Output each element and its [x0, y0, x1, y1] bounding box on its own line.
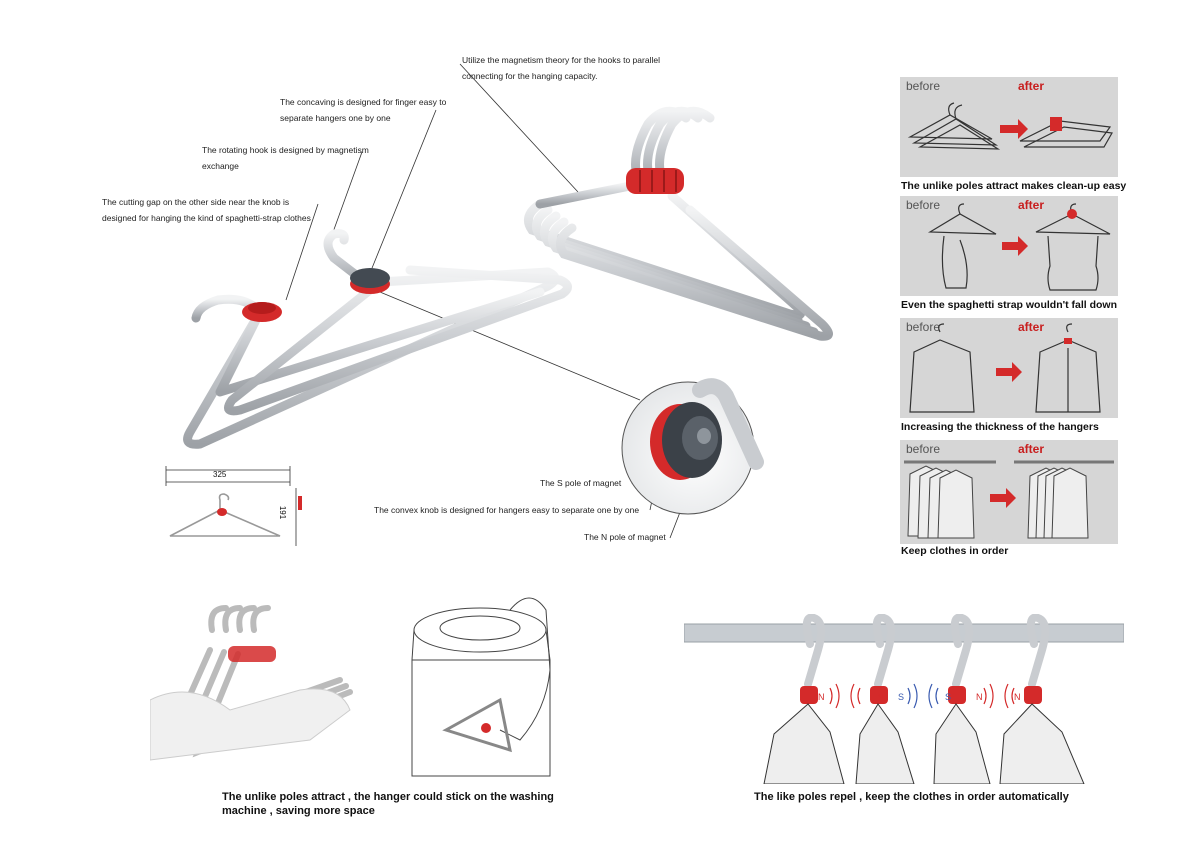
jacket-illustration	[909, 323, 1101, 413]
panel-after-label: after	[1018, 320, 1045, 334]
panel-after-label: after	[1018, 79, 1045, 93]
pole-label-n2: N	[877, 692, 884, 702]
pole-label-n1: N	[818, 692, 825, 702]
hanger-pair	[183, 229, 572, 449]
panel-cleanup: before after	[900, 77, 1118, 177]
dimension-drawing	[165, 466, 297, 546]
panel-after-label: after	[1018, 442, 1045, 456]
hanger-main-illustration	[165, 63, 833, 546]
pole-label-s1: S	[898, 692, 905, 702]
grey-magnet-knob	[350, 268, 390, 288]
pole-label-n4: N	[1014, 692, 1021, 702]
closet-illustration	[904, 460, 1114, 539]
panel-spaghetti-caption: Even the spaghetti strap wouldn't fall d…	[901, 299, 1118, 311]
panel-before-label: before	[906, 442, 941, 456]
washing-machine-illustration	[150, 597, 551, 777]
callout-convex-knob: The convex knob is designed for hangers …	[374, 505, 640, 515]
washing-machine	[411, 597, 551, 777]
rod-repel-illustration	[684, 614, 1124, 784]
dimension-width: 325	[213, 470, 227, 479]
callout-magnetism: Utilize the magnetism theory for the hoo…	[462, 55, 660, 81]
panel-spaghetti: before after	[900, 196, 1118, 296]
callout-n-pole: The N pole of magnet	[584, 532, 666, 542]
callout-concaving: The concaving is designed for finger eas…	[280, 97, 447, 123]
dimension-height: 191	[278, 505, 288, 520]
callout-s-pole: The S pole of magnet	[540, 478, 622, 488]
stacked-magnets	[626, 168, 684, 194]
pole-label-n3: N	[976, 692, 983, 702]
panel-thickness: before after	[900, 318, 1118, 418]
panel-cleanup-caption: The unlike poles attract makes clean-up …	[901, 180, 1127, 192]
callout-cutting-gap: The cutting gap on the other side near t…	[102, 197, 311, 223]
panel-before-label: before	[906, 320, 941, 334]
stacked-hangers	[523, 106, 833, 341]
magnet-zoom-detail	[621, 378, 764, 515]
panel-before-label: before	[906, 198, 941, 212]
bottom-left-caption: The unlike poles attract , the hanger co…	[222, 791, 554, 817]
panel-order-caption: Keep clothes in order	[901, 545, 1009, 557]
callout-rotating-hook: The rotating hook is designed by magneti…	[202, 145, 369, 171]
pole-label-s2: S	[945, 692, 952, 702]
spaghetti-illustration	[927, 203, 1111, 291]
panel-order: before after	[900, 440, 1118, 544]
panel-after-label: after	[1018, 198, 1045, 212]
cleanup-illustration	[907, 102, 1113, 150]
panel-thickness-caption: Increasing the thickness of the hangers	[901, 421, 1099, 433]
bottom-right-caption: The like poles repel , keep the clothes …	[754, 791, 1069, 803]
panel-before-label: before	[906, 79, 941, 93]
